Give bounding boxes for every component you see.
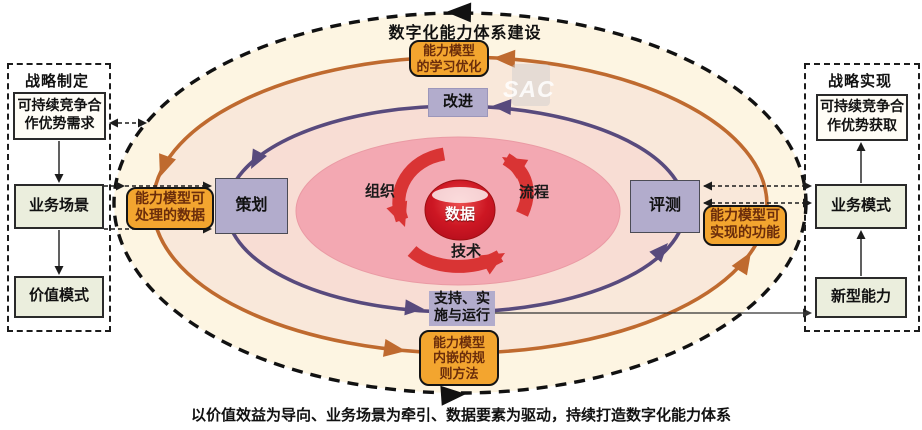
watermark-badge <box>512 64 550 106</box>
capability-right-line1: 能力模型可 <box>710 208 780 224</box>
support-label-line1: 支持、实 <box>434 292 490 308</box>
left-panel <box>7 63 111 332</box>
right-panel <box>804 63 920 332</box>
left-box-value: 价值模式 <box>14 276 104 318</box>
process-label: 流程 <box>518 185 549 201</box>
technology-label: 技术 <box>450 244 481 260</box>
capability-bottom-line2: 内嵌的规 <box>432 350 485 366</box>
right-box-bizmodel: 业务模式 <box>815 184 907 229</box>
left-box-needs: 可持续竞争合作优势需求 <box>13 92 106 140</box>
capability-bottom-box: 能力模型 内嵌的规 则方法 <box>419 330 499 386</box>
capability-top-box: 能力模型 的学习优化 <box>409 40 489 77</box>
capability-ring-arrowheads <box>159 49 751 357</box>
capability-right-line2: 实现的功能 <box>710 225 780 241</box>
plan-box: 策划 <box>215 178 288 234</box>
plan-label: 策划 <box>235 196 268 214</box>
support-label-line2: 施与运行 <box>434 308 490 324</box>
right-panel-title: 战略实现 <box>827 74 892 90</box>
capability-left-line2: 处理的数据 <box>135 208 205 224</box>
left-panel-title: 战略制定 <box>24 74 89 90</box>
diagram-caption: 以价值效益为导向、业务场景为牵引、数据要素为驱动，持续打造数字化能力体系 <box>190 408 731 424</box>
right-box-gain: 可持续竞争合作优势获取 <box>816 94 908 141</box>
connector-needs-system <box>109 118 147 128</box>
evaluate-label: 评测 <box>648 197 681 215</box>
improve-label: 改进 <box>442 93 473 110</box>
data-ball-label: 数据 <box>444 207 475 223</box>
data-ball-gloss <box>432 187 488 203</box>
evaluate-box: 评测 <box>630 180 700 233</box>
capability-left-line1: 能力模型可 <box>135 191 205 207</box>
left-box-scenario: 业务场景 <box>14 184 104 229</box>
capability-bottom-line1: 能力模型 <box>432 334 485 350</box>
data-cycle-arrowheads <box>386 157 529 275</box>
process-ring-arrowheads <box>251 99 668 316</box>
diagram-title: 数字化能力体系建设 <box>388 25 542 42</box>
right-box-newcap: 新型能力 <box>815 277 907 318</box>
watermark-text: SAC <box>503 76 555 102</box>
support-box: 支持、实 施与运行 <box>429 291 495 326</box>
capability-bottom-line3: 则方法 <box>439 365 479 381</box>
left-panel-arrows <box>54 141 64 275</box>
improve-box: 改进 <box>428 88 488 117</box>
capability-left-box: 能力模型可 处理的数据 <box>126 187 214 230</box>
right-panel-arrows <box>856 142 866 276</box>
capability-top-line2: 的学习优化 <box>416 58 482 74</box>
capability-right-box: 能力模型可 实现的功能 <box>703 205 787 246</box>
organization-label: 组织 <box>364 184 395 200</box>
capability-top-line1: 能力模型 <box>422 42 475 58</box>
outer-ring-arrowheads <box>440 2 472 406</box>
